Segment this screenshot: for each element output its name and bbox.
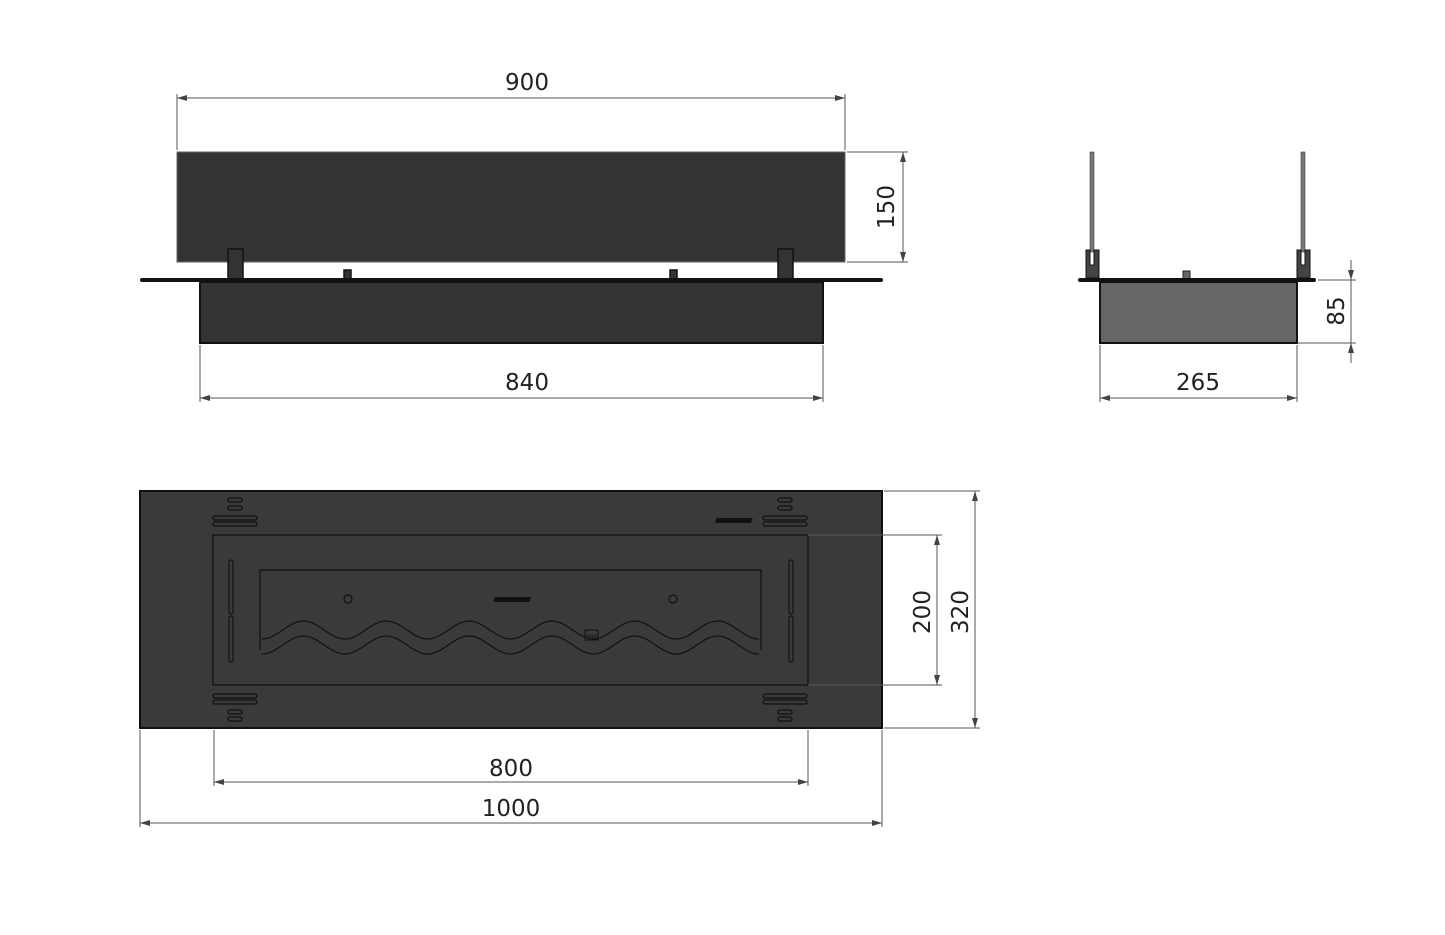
- brand-logo: [493, 518, 753, 602]
- top-view: MAX 200 320 800 1000: [139, 490, 980, 827]
- max-indicator: MAX: [584, 629, 599, 641]
- side-view: 85 265: [1078, 151, 1356, 402]
- dimension-label: 85: [1324, 296, 1350, 325]
- burner-box: [199, 281, 824, 344]
- mounting-slots: [212, 497, 808, 722]
- dimension-label: 200: [910, 590, 936, 634]
- dimension-320: 320: [884, 490, 980, 729]
- glass-post-right: [777, 248, 794, 280]
- dimension-150: 150: [847, 151, 908, 263]
- glass-post-left: [227, 248, 244, 280]
- dimension-85: 85: [1297, 260, 1356, 363]
- screw-left: [343, 269, 352, 280]
- screw: [1182, 270, 1191, 280]
- dimension-800: 800: [213, 730, 809, 786]
- dimension-840: 840: [199, 345, 824, 402]
- svg-text:MAX: MAX: [586, 634, 598, 640]
- dimension-label: 840: [505, 370, 549, 396]
- wave-bottom: [261, 635, 760, 655]
- hole-right: [668, 594, 678, 604]
- dimension-label: 150: [874, 185, 900, 229]
- dimension-label: 265: [1176, 370, 1220, 396]
- dimension-label: 900: [505, 70, 549, 96]
- dimension-label: 1000: [482, 796, 541, 822]
- dimension-label: 800: [489, 756, 533, 782]
- screw-right: [669, 269, 678, 280]
- fuel-tray: [259, 569, 762, 650]
- bracket-right: [1296, 249, 1311, 279]
- glass-panel: [176, 151, 846, 263]
- dimension-200: 200: [808, 534, 942, 686]
- glass-rod-left: [1089, 151, 1095, 253]
- wave-top: [261, 620, 760, 640]
- dimension-1000: 1000: [139, 730, 883, 827]
- dimension-900: 900: [176, 70, 846, 150]
- front-view: 900 150 840: [140, 70, 908, 402]
- burner-opening: [212, 534, 809, 686]
- side-slots: [228, 559, 794, 663]
- burner-box: [1099, 281, 1298, 344]
- dimension-label: 320: [948, 590, 974, 634]
- bracket-left: [1085, 249, 1100, 279]
- glass-rod-right: [1300, 151, 1306, 253]
- dimension-265: 265: [1099, 345, 1298, 402]
- hole-left: [343, 594, 353, 604]
